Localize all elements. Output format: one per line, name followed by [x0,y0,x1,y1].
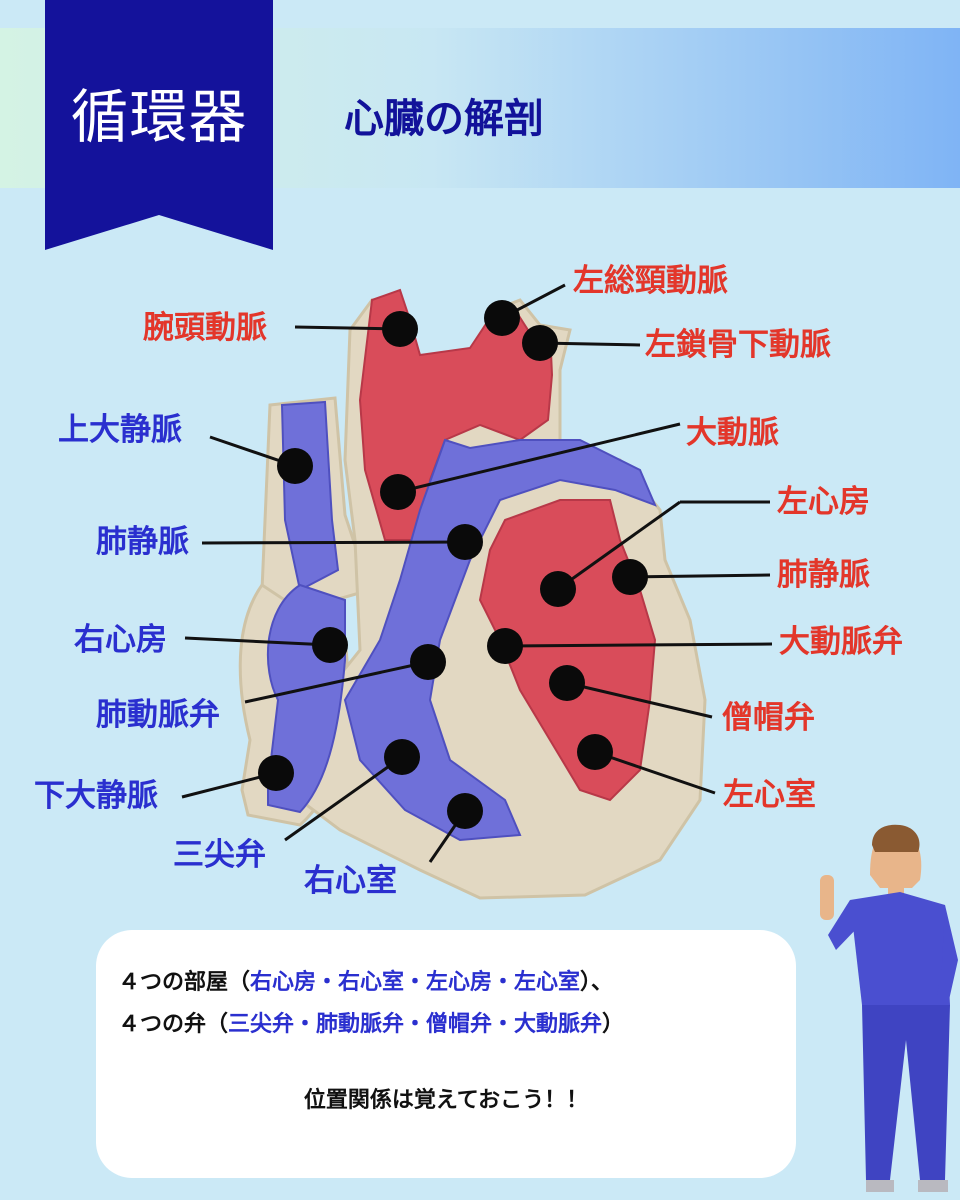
nurse-illustration [820,824,958,1192]
label-left-common-carotid: 左総頸動脈 [573,263,728,299]
info-valves-suffix: ） [602,1012,625,1037]
dot-tricuspid [384,739,420,775]
dot-left-ventricle [577,734,613,770]
label-right-atrium: 右心房 [74,622,167,658]
dot-left-carotid [484,300,520,336]
label-left-atrium: 左心房 [777,484,870,520]
info-chambers-prefix: ４つの部屋（ [118,970,251,995]
dot-pulmonary-valve [410,644,446,680]
label-tricuspid-valve: 三尖弁 [173,837,266,873]
dot-pulmonary-vein-r [447,524,483,560]
dot-aorta [380,474,416,510]
label-inferior-vena-cava: 下大静脈 [34,778,158,814]
info-chambers-list: 右心房・右心室・左心房・左心室 [250,970,581,995]
dot-pulmonary-vein-l [612,559,648,595]
dot-right-atrium [312,627,348,663]
label-brachiocephalic-artery: 腕頭動脈 [143,310,267,346]
category-ribbon [45,0,273,250]
info-valves-line: ４つの弁（三尖弁・肺動脈弁・僧帽弁・大動脈弁） [118,1006,624,1038]
label-pulmonary-vein-left: 肺静脈 [777,557,870,593]
category-title: 循環器 [70,83,248,151]
dot-brachiocephalic [382,311,418,347]
info-chambers-suffix: ）、 [580,970,614,995]
info-note: 位置関係は覚えておこう！！ [303,1088,589,1113]
label-left-ventricle: 左心室 [723,777,816,813]
label-left-subclavian: 左鎖骨下動脈 [645,327,831,363]
info-box: ４つの部屋（右心房・右心室・左心房・左心室）、 ４つの弁（三尖弁・肺動脈弁・僧帽… [96,930,796,1178]
label-mitral-valve: 僧帽弁 [722,700,815,736]
dot-left-subclavian [522,325,558,361]
label-aorta: 大動脈 [686,415,779,451]
dot-svc [277,448,313,484]
label-pulmonary-valve: 肺動脈弁 [96,697,220,733]
label-right-ventricle: 右心室 [304,863,397,899]
marker-dots [258,300,648,829]
info-valves-list: 三尖弁・肺動脈弁・僧帽弁・大動脈弁 [228,1012,603,1037]
info-valves-prefix: ４つの弁（ [118,1012,229,1037]
label-aortic-valve: 大動脈弁 [779,624,903,660]
info-chambers-line: ４つの部屋（右心房・右心室・左心房・左心室）、 [118,964,613,996]
dot-right-ventricle [447,793,483,829]
label-pulmonary-vein-right: 肺静脈 [96,524,189,560]
dot-aortic-valve [487,628,523,664]
dot-left-atrium [540,571,576,607]
label-superior-vena-cava: 上大静脈 [58,412,182,448]
dot-mitral-valve [549,665,585,701]
dot-ivc [258,755,294,791]
page-title: 心臓の解剖 [344,96,544,142]
